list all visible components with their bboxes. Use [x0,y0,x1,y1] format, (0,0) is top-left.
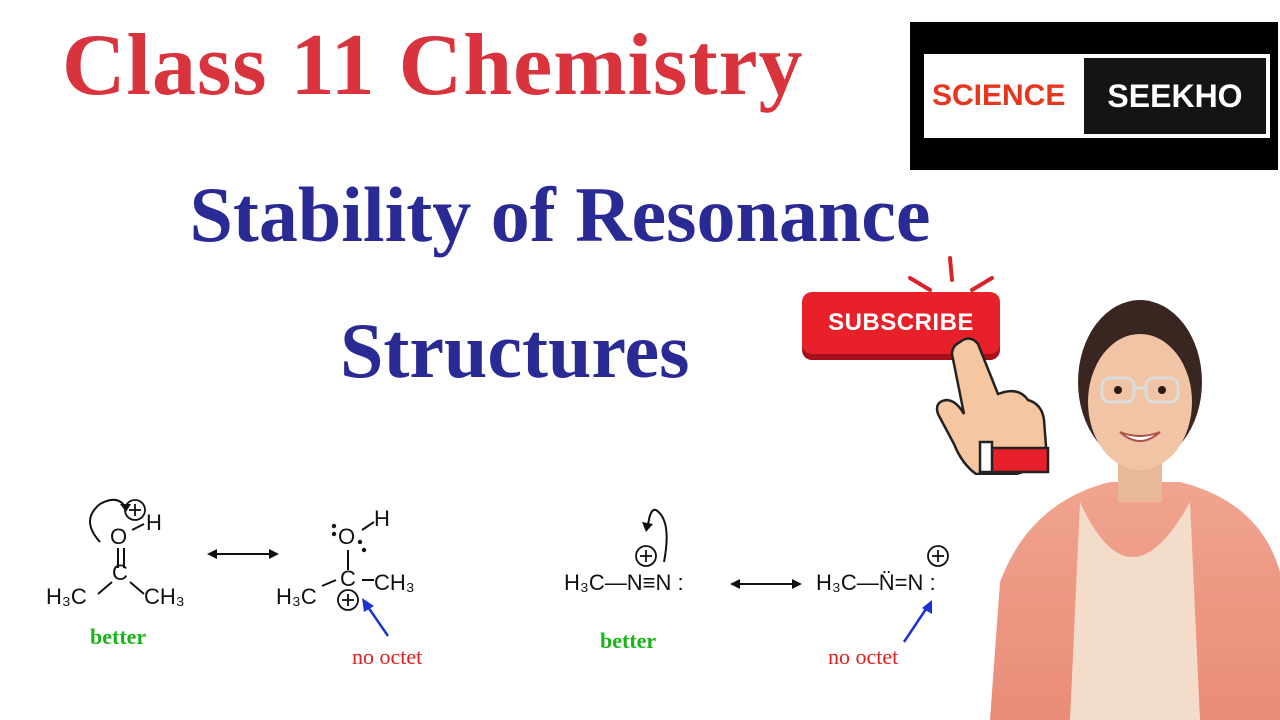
structure-1-hydrogen: H [146,510,162,535]
structure-2-oxygen: O [338,524,356,549]
structure-4-bonds [902,545,949,643]
subscribe-button-label: SUBSCRIBE [828,309,974,336]
title-line-3: Structures [340,307,690,394]
structure-2-carbon: C [340,566,356,591]
structure-4-formula: H₃C—N̈=N : [816,570,936,595]
structure-1-label: better [90,624,147,649]
logo-text-science: SCIENCE [932,79,1066,112]
structure-4-label: no octet [828,644,899,669]
logo-seekho-panel [1084,58,1266,134]
structure-3-label: better [600,628,657,653]
structure-2-label: no octet [352,644,423,669]
structure-1-left-group: H₃C [46,584,87,609]
resonance-arrow-icon [730,579,802,589]
structure-4: H₃C—N̈=N : no octet [812,540,982,680]
pointing-hand-icon [935,337,1050,475]
structure-1-oxygen: O [110,524,128,549]
resonance-arrow-icon [207,549,279,559]
structure-2-left-group: H₃C [276,584,317,609]
structure-2-hydrogen: H [374,506,390,531]
structure-3-bonds [635,508,668,567]
structure-1-right-group: CH₃ [144,584,185,609]
structure-3: H₃C—N≡N : better [560,500,720,670]
structure-2-right-group: CH₃ [374,570,415,595]
structure-1-carbon: C [112,560,128,585]
presenter-image [990,300,1280,720]
structure-2: O H C H₃C CH₃ no octet [270,498,460,678]
structure-1-bonds [89,498,146,595]
structure-1: O H C H₃C CH₃ better [40,490,240,670]
title-line-1: Class 11 Chemistry [62,17,804,114]
title-line-2: Stability of Resonance [189,171,931,258]
burst-lines-icon [908,256,994,292]
structure-3-formula: H₃C—N≡N : [564,570,684,595]
structure-2-bonds [321,521,390,637]
logo-text-seekho: SEEKHO [1107,78,1243,114]
